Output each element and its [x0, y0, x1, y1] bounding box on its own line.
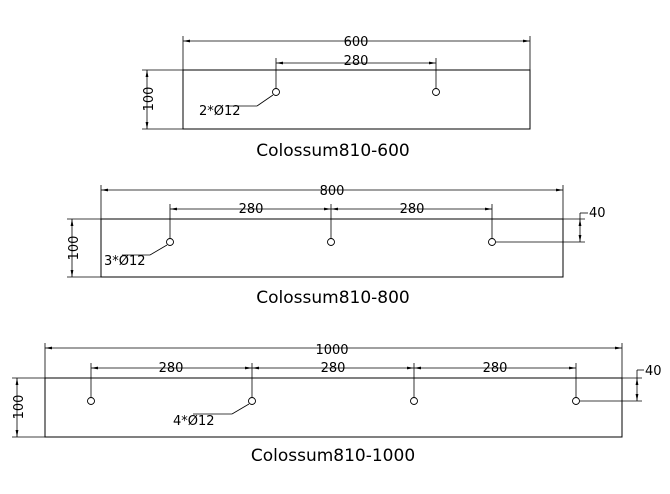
overall-width-label: 600 [344, 35, 369, 50]
hole-callout: 2*Ø12 [199, 104, 241, 119]
model-name: Colossum810-600 [256, 141, 409, 161]
drawing-600: 600 280 100 2*Ø12 Colossum810-600 [142, 35, 531, 161]
bar-outline [44, 377, 623, 438]
drawing-1000: 1000 280 280 280 100 40 4*Ø12 Coloss [12, 343, 662, 466]
spacing-label: 280 [483, 361, 508, 376]
spacing-label: 280 [159, 361, 184, 376]
spacing-label: 280 [344, 54, 369, 69]
spacing-label: 280 [321, 361, 346, 376]
overall-width-label: 800 [320, 184, 345, 199]
model-name: Colossum810-800 [256, 288, 409, 308]
mounting-hole [432, 88, 440, 96]
spacing-label: 280 [400, 202, 425, 217]
bar-outline [100, 218, 564, 278]
mounting-hole [488, 238, 496, 246]
overall-width-label: 1000 [315, 343, 348, 358]
height-label: 100 [12, 395, 27, 420]
mounting-hole [87, 397, 95, 405]
mounting-hole [248, 397, 256, 405]
height-label: 100 [142, 87, 157, 112]
height-label: 100 [67, 236, 82, 261]
mounting-hole [410, 397, 418, 405]
drawing-800: 800 280 280 100 40 3*Ø12 Colossum810-800 [67, 184, 606, 308]
model-name: Colossum810-1000 [251, 446, 415, 466]
mounting-hole [572, 397, 580, 405]
mounting-hole [272, 88, 280, 96]
mounting-hole [166, 238, 174, 246]
hole-callout: 3*Ø12 [104, 254, 146, 269]
bar-outline [182, 69, 531, 130]
edge-offset-label: 40 [589, 206, 606, 221]
edge-offset-label: 40 [645, 364, 662, 379]
mounting-hole [327, 238, 335, 246]
hole-callout: 4*Ø12 [173, 414, 215, 429]
spacing-label: 280 [239, 202, 264, 217]
